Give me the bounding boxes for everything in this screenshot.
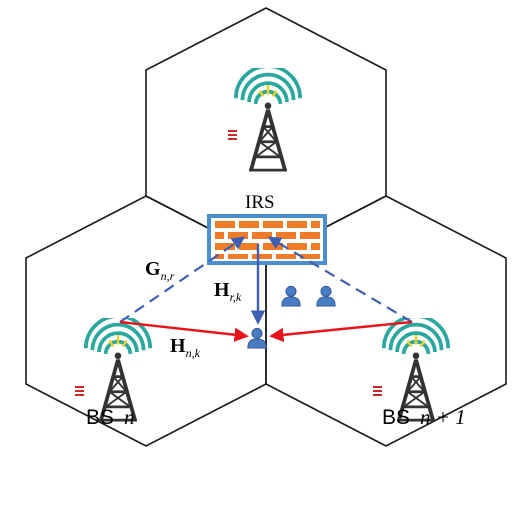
channel-g-main: G xyxy=(145,258,161,280)
user-2-icon xyxy=(316,285,336,307)
bs-marker-left-icon xyxy=(75,386,84,396)
channel-hnk-main: H xyxy=(170,335,186,357)
irs-panel-icon xyxy=(207,214,327,265)
user-target-icon xyxy=(247,327,267,349)
channel-hnk-label: Hn,k xyxy=(170,335,201,360)
channel-hrk-subscript: r,k xyxy=(230,290,242,304)
link-bs-n-to-irs xyxy=(119,236,246,323)
bs-n1-prefix: BS xyxy=(382,406,410,429)
link-bs-n1-to-user xyxy=(269,320,413,343)
bs-n-label: BS n xyxy=(86,405,135,429)
bs-n-index: n xyxy=(124,405,135,429)
bs-marker-right-icon xyxy=(373,386,382,396)
user-1-icon xyxy=(281,285,301,307)
channel-g-subscript: n,r xyxy=(161,269,175,283)
channel-hrk-label: Hr,k xyxy=(214,279,242,304)
link-bs-n1-to-irs xyxy=(267,236,413,323)
channel-g-label: Gn,r xyxy=(145,258,175,283)
base-station-left-icon xyxy=(83,318,153,422)
channel-hrk-main: H xyxy=(214,279,230,301)
bs-marker-top-icon xyxy=(228,130,237,140)
irs-label: IRS xyxy=(245,192,275,213)
link-bs-n-to-user xyxy=(119,320,249,342)
base-station-top-icon xyxy=(233,68,303,172)
bs-n-prefix: BS xyxy=(86,406,114,429)
channel-hnk-subscript: n,k xyxy=(186,346,201,360)
bs-n1-index: n + 1 xyxy=(420,405,466,429)
bs-n1-label: BS n + 1 xyxy=(382,405,466,429)
